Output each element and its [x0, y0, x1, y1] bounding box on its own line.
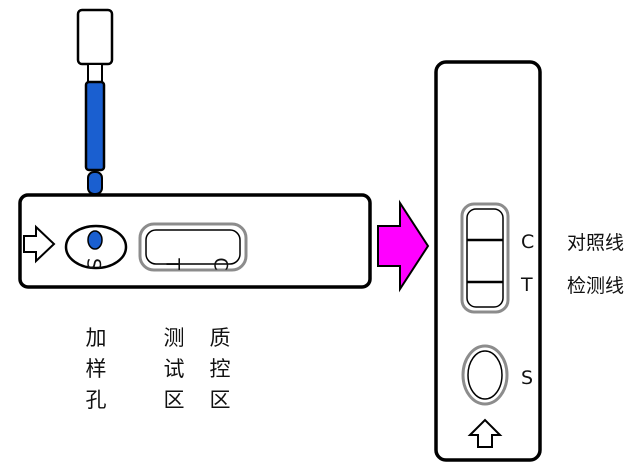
cassette: C T S — [434, 60, 542, 462]
strip-c-label: C — [210, 257, 232, 270]
label-test-zone-char-2: 试 — [164, 357, 185, 381]
right-arrow-outline-icon — [23, 224, 56, 264]
label-test-zone-char-1: 测 — [164, 326, 185, 350]
cassette-s-label: S — [521, 367, 533, 389]
test-line-label: 检测线 — [567, 275, 624, 297]
label-sample-hole-char-3: 孔 — [86, 388, 107, 412]
strip-t-label: T — [162, 257, 184, 270]
control-line-label: 对照线 — [567, 232, 624, 254]
test-strip: S T C — [18, 193, 372, 289]
cassette-result-window-inner — [466, 208, 504, 308]
label-control-zone: 质 控 区 — [210, 326, 231, 412]
dropper-tube — [84, 80, 106, 172]
label-control-zone-char-3: 区 — [210, 388, 231, 412]
label-test-zone-char-3: 区 — [164, 388, 185, 412]
dropper-neck — [87, 63, 103, 83]
strip-s-label: S — [83, 258, 105, 270]
cassette-sample-well-inner — [467, 350, 503, 400]
drop-1 — [87, 171, 103, 195]
magenta-right-arrow-icon — [377, 199, 430, 293]
label-sample-hole-char-2: 样 — [86, 357, 107, 381]
cassette-t-label: T — [520, 274, 533, 296]
label-sample-hole: 加 样 孔 — [86, 326, 107, 412]
sample-drop — [87, 230, 103, 250]
up-arrow-outline-icon — [467, 418, 503, 448]
label-sample-hole-char-1: 加 — [86, 326, 107, 350]
label-control-zone-char-2: 控 — [210, 357, 231, 381]
strip-result-window-inner — [145, 229, 241, 265]
label-control-zone-char-1: 质 — [210, 326, 231, 350]
label-test-zone: 测 试 区 — [164, 326, 185, 412]
dropper-bulb — [76, 8, 114, 66]
cassette-c-label: C — [521, 231, 534, 253]
